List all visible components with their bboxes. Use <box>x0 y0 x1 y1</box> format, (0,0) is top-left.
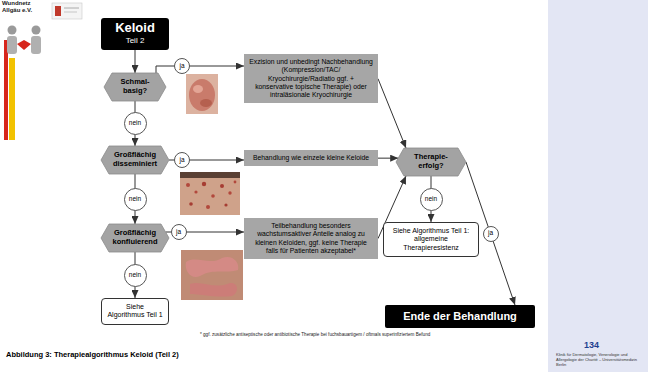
source-note: Klinik für Dermatologie, Venerologie und… <box>556 353 644 367</box>
start-box: KeloidTeil 2 <box>101 18 169 50</box>
node-text: Ende der Behandlung <box>403 310 517 323</box>
flow-arrow <box>378 79 406 148</box>
side-band <box>548 0 648 372</box>
hexagon-shape <box>101 224 169 252</box>
node-text: Keloid <box>115 21 155 36</box>
flow-arrow <box>156 66 244 73</box>
flow-arrow <box>378 158 398 159</box>
answer-circle: nein <box>124 112 147 135</box>
node-text: Siehe Algorithmus Teil 1: allgemeine The… <box>389 227 473 252</box>
reference-box: Siehe Algorithmus Teil 1: allgemeine The… <box>383 222 479 257</box>
hexagon-shape <box>104 73 166 101</box>
node-text: Behandlung wie einzele kleine Keloide <box>253 154 369 162</box>
flow-arrow <box>135 50 136 73</box>
answer-circle: ja <box>174 152 190 168</box>
process-box: Exzision und unbedingt Nachbehandlung (K… <box>244 54 378 103</box>
decision-hexagon: Schmal- basig? <box>104 73 166 101</box>
page-number: 134 <box>584 340 599 350</box>
node-text: Exzision und unbedingt Nachbehandlung (K… <box>249 58 373 99</box>
node-text: Großflächig konfluierend <box>110 229 160 246</box>
reference-box: Siehe Algorithmus Teil 1 <box>101 298 169 325</box>
logo-figures <box>7 26 41 55</box>
yellow-bar <box>9 58 15 140</box>
node-text: Therapie- erfolg? <box>405 153 457 170</box>
answer-circle: ja <box>174 58 190 74</box>
node-subtext: Teil 2 <box>126 36 145 46</box>
partner-logo <box>52 3 82 19</box>
red-bar <box>4 40 8 140</box>
node-text: Schmal- basig? <box>113 78 157 95</box>
process-box: Teilbehandlung besonders wachstumsaktive… <box>244 218 378 259</box>
node-text: Teilbehandlung besonders wachstumsaktive… <box>249 222 373 255</box>
footnote: * ggf. zusätzliche antiseptische oder an… <box>200 332 430 337</box>
end-box: Ende der Behandlung <box>385 305 535 328</box>
answer-circle: nein <box>420 188 443 211</box>
hexagon-shape <box>396 148 466 176</box>
decision-hexagon: Therapie- erfolg? <box>396 148 466 176</box>
node-text: Großflächig disseminiert <box>110 151 160 168</box>
figure-caption: Abbildung 3: Therapiealgorithmus Keloid … <box>6 350 179 359</box>
answer-circle: ja <box>171 224 187 240</box>
answer-circle: nein <box>124 188 147 211</box>
keloid-photo <box>186 74 218 114</box>
logo-text: Wundnetz Allgäu e.V. <box>2 0 42 13</box>
disseminated-keloid-photo <box>180 172 240 215</box>
node-text: Siehe Algorithmus Teil 1 <box>107 303 163 320</box>
answer-circle: nein <box>124 264 147 287</box>
decision-hexagon: Großflächig konfluierend <box>101 224 169 252</box>
decision-hexagon: Großflächig disseminiert <box>101 146 169 174</box>
process-box: Behandlung wie einzele kleine Keloide <box>244 150 378 166</box>
hexagon-shape <box>101 146 169 174</box>
answer-circle: ja <box>483 226 499 242</box>
confluent-keloid-photo <box>181 250 243 300</box>
